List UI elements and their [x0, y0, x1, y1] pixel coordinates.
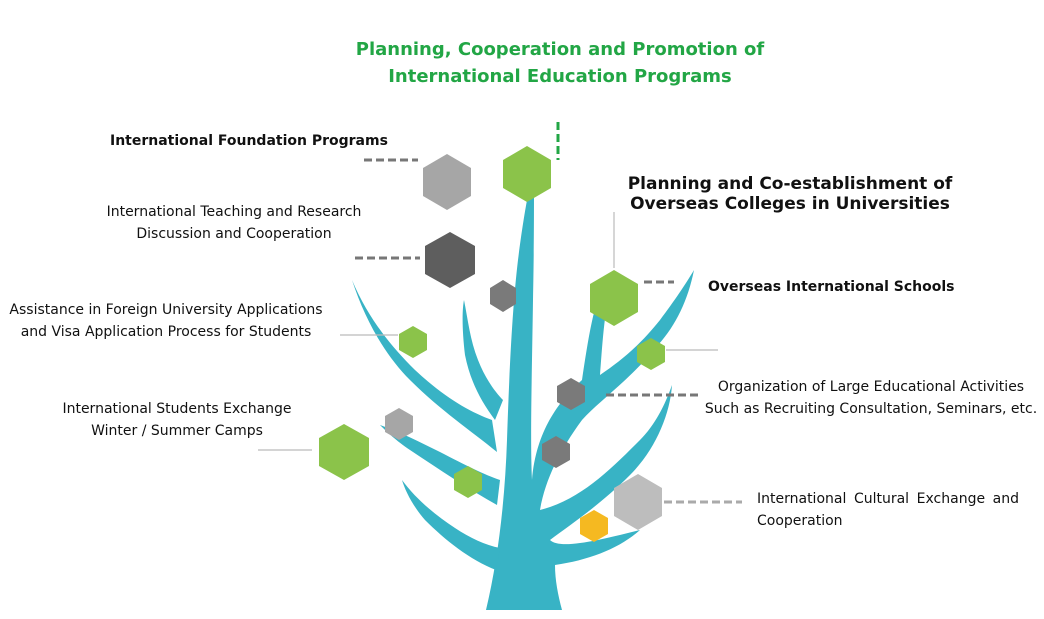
hex-assistance-green [399, 326, 427, 358]
connector-lines [258, 122, 742, 504]
label-coestablish-line-2: Overseas Colleges in Universities [630, 194, 950, 214]
hex-activities-gray [557, 378, 585, 410]
label-coestablishment: Planning and Co-establishment of Oversea… [626, 174, 954, 214]
label-assistance-line-2: and Visa Application Process for Student… [20, 324, 312, 340]
label-assistance-line-1: Assistance in Foreign University Applica… [9, 302, 323, 318]
hex-small-gray-1 [490, 280, 516, 312]
hexagons [319, 146, 665, 542]
label-assistance: Assistance in Foreign University Applica… [8, 299, 324, 343]
label-teaching-research: International Teaching and Research Disc… [100, 201, 368, 245]
label-educational-activities: Organization of Large Educational Activi… [700, 376, 1042, 420]
hex-teaching-dark [425, 232, 475, 288]
hex-cultural-gray [614, 474, 662, 530]
title-line-2: International Education Programs [388, 66, 732, 87]
hex-small-gray-2 [385, 408, 413, 440]
title-line-1: Planning, Cooperation and Promotion of [355, 39, 765, 60]
hex-yellow [580, 510, 608, 542]
label-cultural-exchange: International Cultural Exchange and Coop… [757, 491, 1019, 529]
label-activities-line-2: Such as Recruiting Consultation, Seminar… [704, 401, 1038, 417]
label-exchange-line-2: Winter / Summer Camps [91, 423, 263, 439]
label-teaching-line-1: International Teaching and Research [106, 204, 362, 220]
label-foundation-programs: International Foundation Programs [110, 133, 388, 149]
label-activities-line-1: Organization of Large Educational Activi… [717, 379, 1025, 395]
hex-exchange-green [319, 424, 369, 480]
hex-top-green [503, 146, 551, 202]
label-coestablish-line-1: Planning and Co-establishment of [627, 174, 953, 194]
hex-small-green-bottom [454, 466, 482, 498]
label-teaching-line-2: Discussion and Cooperation [136, 226, 332, 242]
hex-foundation-gray [423, 154, 471, 210]
label-overseas-schools: Overseas International Schools [708, 279, 955, 295]
label-students-exchange: International Students Exchange Winter /… [58, 398, 296, 442]
hex-small-gray-3 [542, 436, 570, 468]
hex-coestablish-green [590, 270, 638, 326]
label-exchange-line-1: International Students Exchange [62, 401, 292, 417]
hex-right-green-small [637, 338, 665, 370]
diagram-title: Planning, Cooperation and Promotion of I… [300, 36, 820, 90]
